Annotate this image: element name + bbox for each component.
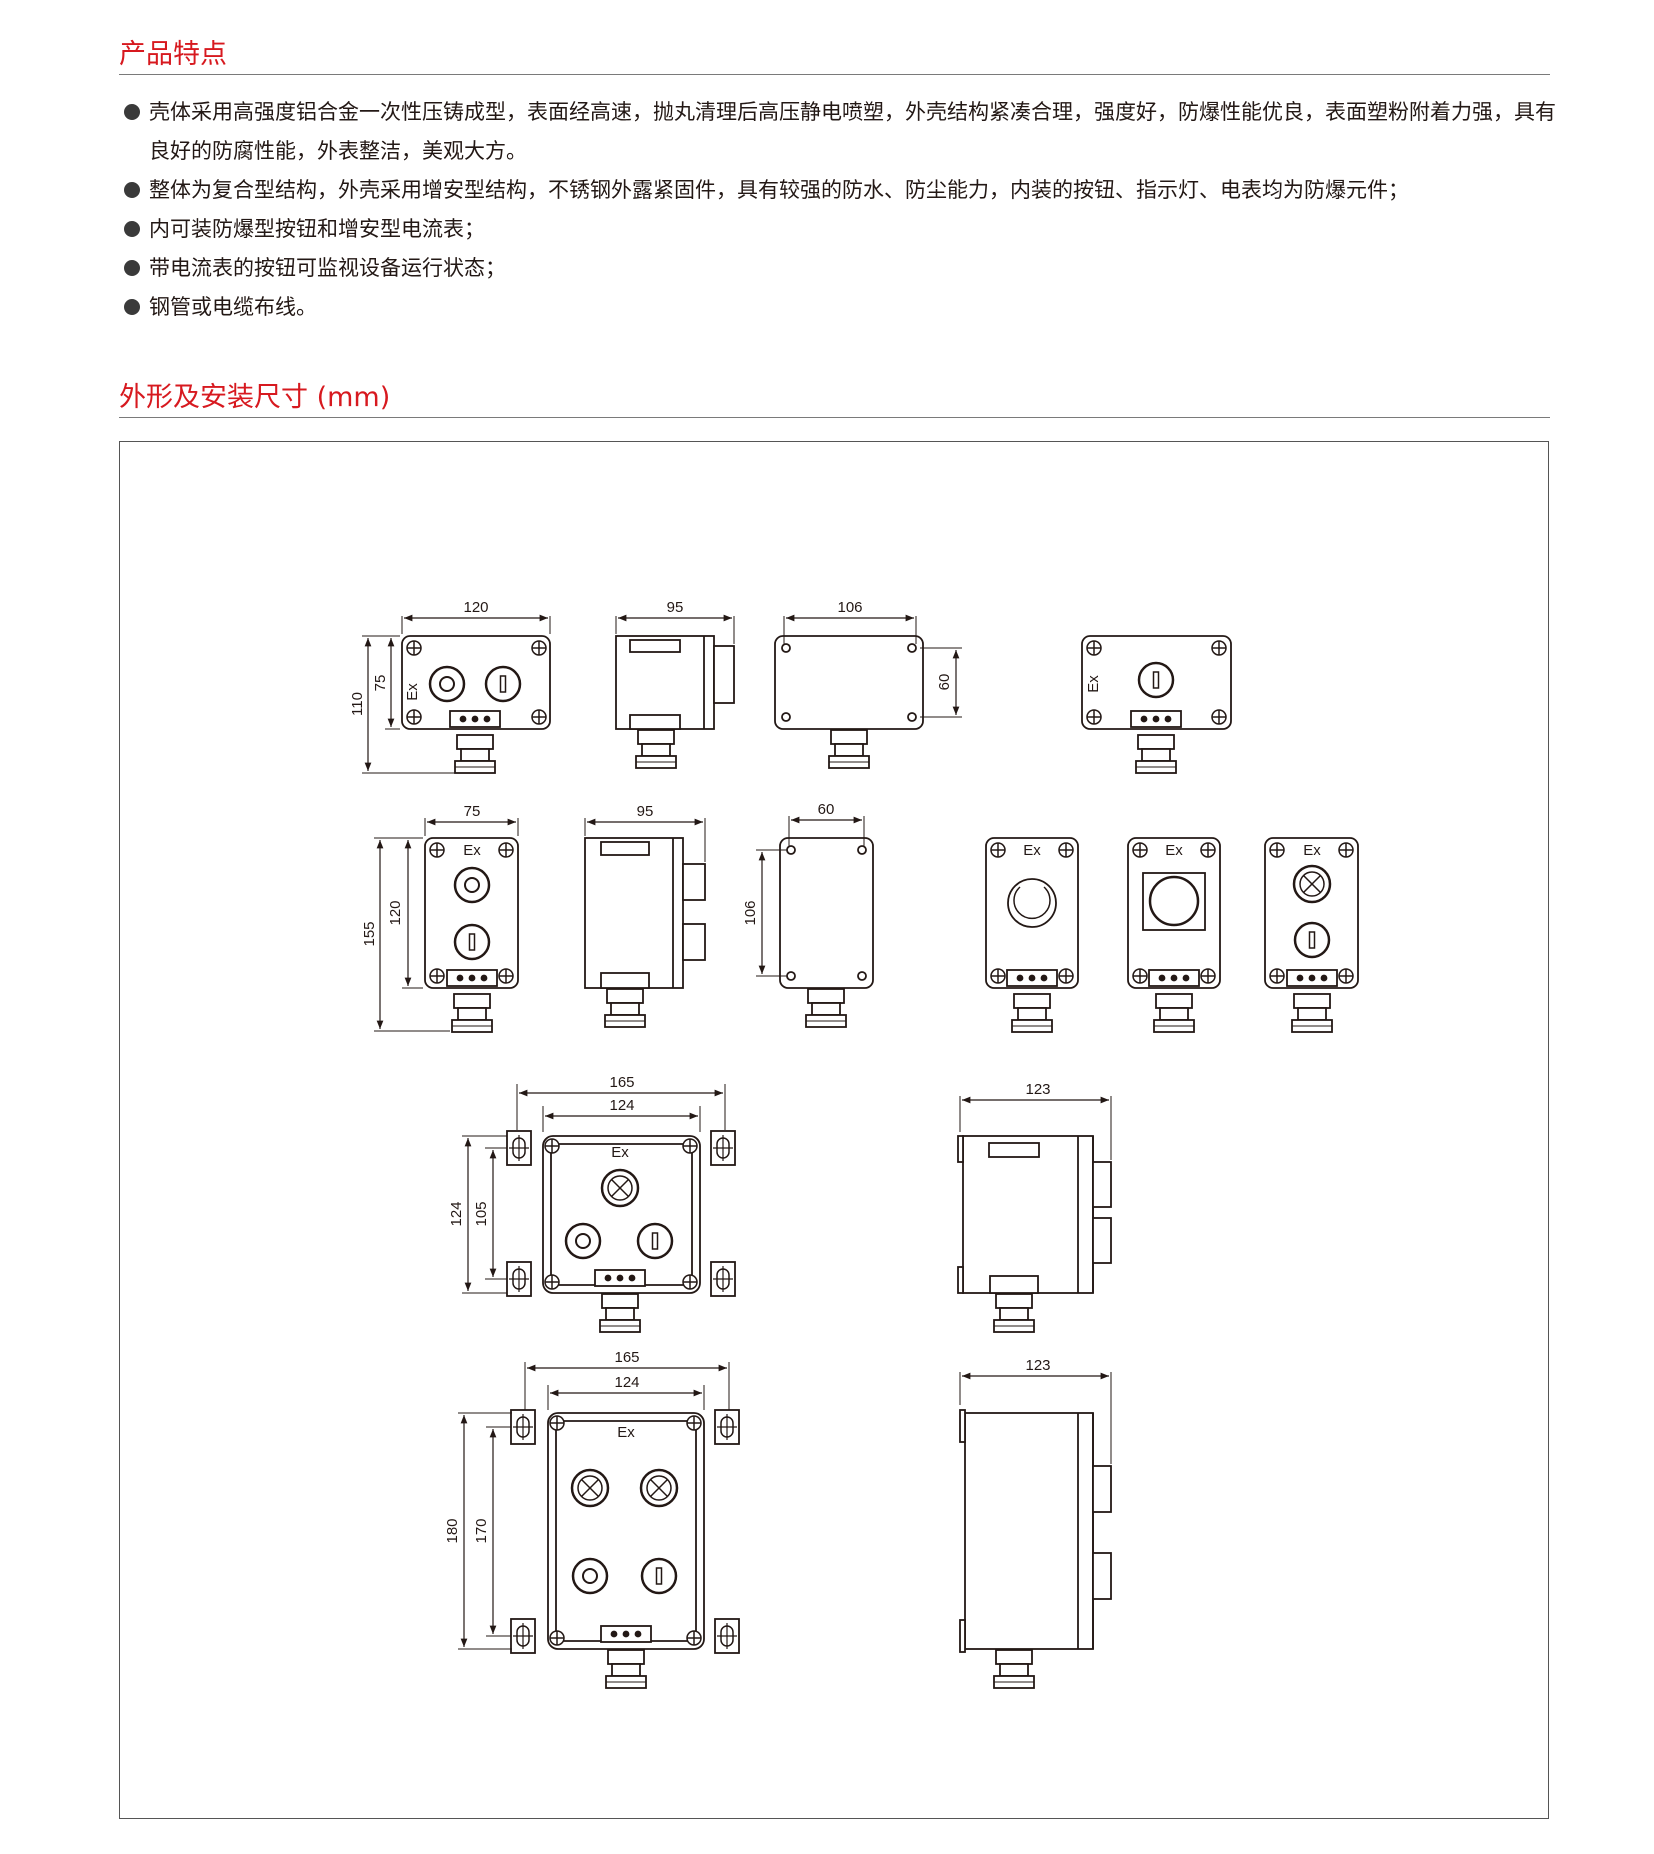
enclosure-single-button-view [1081, 635, 1232, 774]
ex-mark: Ex [617, 1424, 635, 1441]
dim-label: 60 [818, 801, 835, 818]
feature-text: 内可装防爆型按钮和增安型电流表； [149, 217, 485, 241]
enclosure-large-button-view [1127, 837, 1221, 1033]
dim-label: 120 [387, 900, 404, 925]
dim-label: 165 [609, 1074, 634, 1091]
dim-label: 106 [837, 599, 862, 616]
bullet-icon [124, 299, 140, 315]
feature-text: 带电流表的按钮可监视设备运行状态； [149, 256, 506, 280]
dimensions-title-rule [119, 417, 1550, 418]
dim-label: 124 [614, 1374, 639, 1391]
feature-text: 钢管或电缆布线。 [149, 295, 317, 319]
bullet-icon [124, 182, 140, 198]
ex-mark: Ex [463, 842, 481, 859]
features-title: 产品特点 [119, 39, 227, 70]
bullet-icon [124, 221, 140, 237]
ex-mark: Ex [404, 683, 421, 701]
enclosure-vertical-side-view [584, 837, 706, 1028]
dim-label: 123 [1025, 1357, 1050, 1374]
dim-label: 95 [667, 599, 684, 616]
enclosure-vertical-back-view [779, 837, 874, 1028]
ex-mark: Ex [611, 1144, 629, 1161]
feature-list: 壳体采用高强度铝合金一次性压铸成型，表面经高速，抛丸清理后高压静电喷塑，外壳结构… [119, 93, 1559, 327]
dim-label: 124 [448, 1201, 465, 1226]
enclosure-three-unit-front-view [506, 1130, 736, 1333]
dim-label: 123 [1025, 1081, 1050, 1098]
feature-item: 整体为复合型结构，外壳采用增安型结构，不锈钢外露紧固件，具有较强的防水、防尘能力… [119, 171, 1559, 210]
enclosure-side-view [615, 635, 735, 769]
ex-mark: Ex [1165, 842, 1183, 859]
enclosure-four-unit-front-view [510, 1409, 740, 1689]
dim-label: 170 [473, 1518, 490, 1543]
ex-mark: Ex [1023, 842, 1041, 859]
dim-label: 95 [637, 803, 654, 820]
dim-label: 110 [349, 692, 366, 716]
enclosure-four-unit-side-view [959, 1409, 1112, 1689]
enclosure-mushroom-button-view [985, 837, 1079, 1033]
dim-label: 75 [372, 675, 389, 692]
enclosure-vertical-front-view [424, 837, 519, 1033]
feature-item: 钢管或电缆布线。 [119, 288, 1559, 327]
feature-item: 内可装防爆型按钮和增安型电流表； [119, 210, 1559, 249]
dim-label: 120 [463, 599, 488, 616]
dim-label: 124 [609, 1097, 634, 1114]
drawing-frame [119, 441, 1549, 1819]
features-title-rule [119, 74, 1550, 75]
dim-label: 106 [742, 900, 759, 925]
ex-mark: Ex [1085, 675, 1102, 693]
feature-text: 整体为复合型结构，外壳采用增安型结构，不锈钢外露紧固件，具有较强的防水、防尘能力… [149, 178, 1409, 202]
ex-mark: Ex [1303, 842, 1321, 859]
bullet-icon [124, 104, 140, 120]
feature-item: 带电流表的按钮可监视设备运行状态； [119, 249, 1559, 288]
dim-label: 105 [473, 1201, 490, 1226]
dim-label: 165 [614, 1349, 639, 1366]
dim-label: 180 [444, 1518, 461, 1543]
enclosure-front-view [401, 635, 551, 774]
enclosure-back-view [774, 635, 924, 769]
feature-item: 壳体采用高强度铝合金一次性压铸成型，表面经高速，抛丸清理后高压静电喷塑，外壳结构… [119, 93, 1559, 171]
dim-label: 75 [464, 803, 481, 820]
dim-label: 60 [936, 674, 953, 691]
enclosure-lamp-button-view [1264, 837, 1359, 1033]
dimensions-title: 外形及安装尺寸 (mm) [119, 382, 391, 413]
bullet-icon [124, 260, 140, 276]
feature-text: 壳体采用高强度铝合金一次性压铸成型，表面经高速，抛丸清理后高压静电喷塑，外壳结构… [149, 100, 1556, 163]
enclosure-three-unit-side-view [957, 1135, 1112, 1333]
dim-label: 155 [361, 921, 378, 946]
